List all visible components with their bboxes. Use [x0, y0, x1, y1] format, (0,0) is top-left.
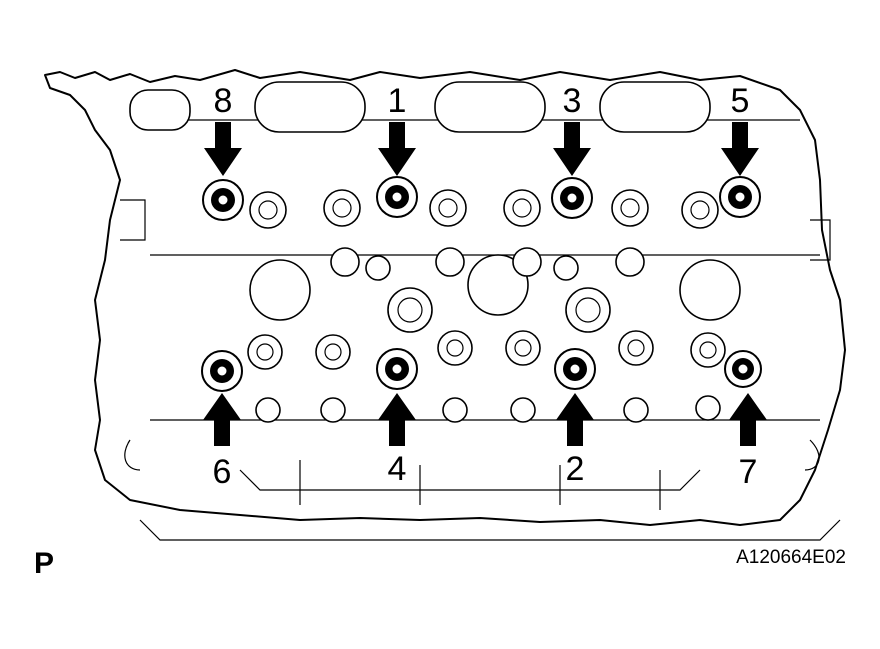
- arrow-6: [203, 393, 241, 446]
- bolt-label-3: 3: [563, 82, 582, 120]
- head-bolt-7: [724, 350, 762, 388]
- head-bolt-1: [376, 176, 418, 218]
- valve-stems-top: [249, 189, 719, 281]
- arrow-4: [378, 393, 416, 446]
- head-bolt-8: [202, 179, 244, 221]
- head-bolt-6: [201, 350, 243, 392]
- head-bolt-3: [551, 177, 593, 219]
- bolt-label-4: 4: [388, 450, 407, 488]
- head-bolt-4: [376, 348, 418, 390]
- bolt-label-6: 6: [213, 453, 232, 491]
- figure-code: A120664E02: [736, 547, 846, 568]
- arrow-7: [729, 393, 767, 446]
- head-bolts: [201, 176, 762, 392]
- bolt-label-7: 7: [739, 453, 758, 491]
- arrow-2: [556, 393, 594, 446]
- arrow-3: [553, 122, 591, 176]
- cam-journals: [249, 254, 741, 333]
- bolt-label-8: 8: [214, 82, 233, 120]
- cylinder-head-outline: [44, 69, 846, 541]
- bolt-label-2: 2: [566, 450, 585, 488]
- valve-stems-bottom: [247, 330, 726, 423]
- intake-ports: [129, 81, 711, 133]
- head-bolt-5: [719, 176, 761, 218]
- head-bolt-2: [554, 348, 596, 390]
- bolt-label-1: 1: [388, 82, 407, 120]
- bolt-label-5: 5: [731, 82, 750, 120]
- arrow-5: [721, 122, 759, 176]
- arrow-1: [378, 122, 416, 176]
- arrow-8: [204, 122, 242, 176]
- view-letter: P: [34, 547, 54, 580]
